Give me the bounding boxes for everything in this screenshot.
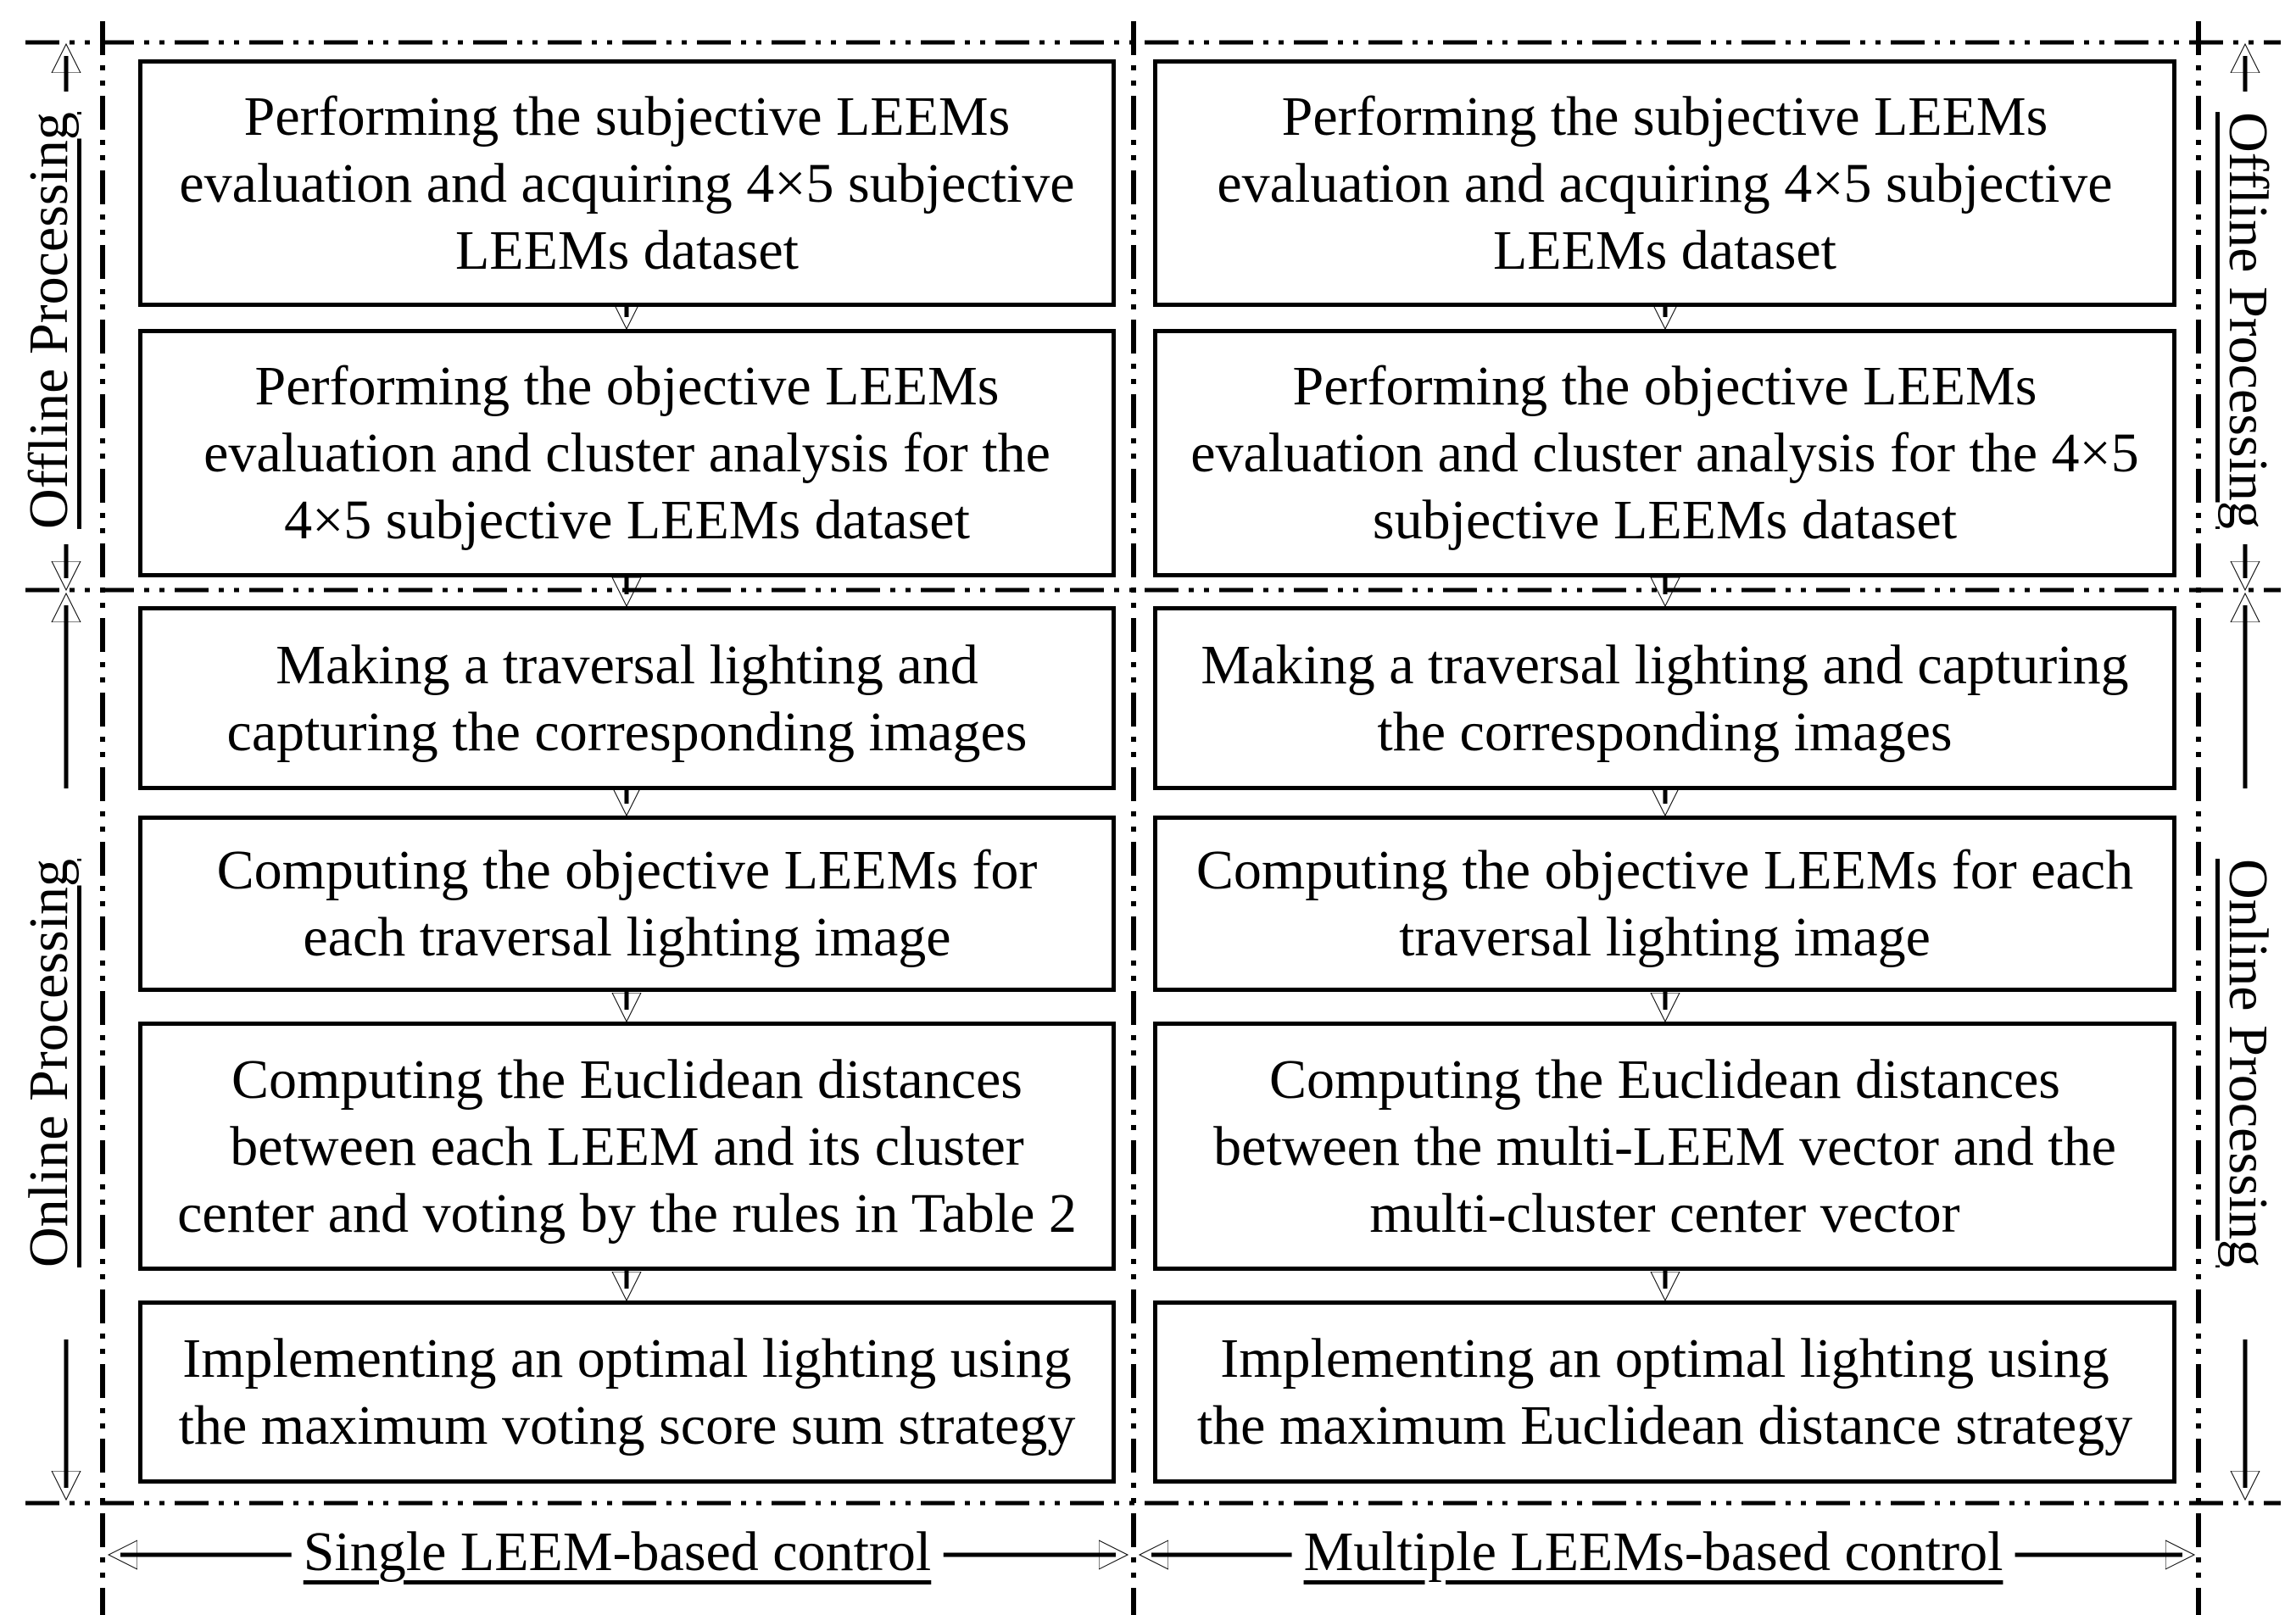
multiple-control-label: Multiple LEEMs-based control	[1291, 1520, 2015, 1584]
offline-processing-label-right: Offline Processing	[2217, 112, 2279, 529]
flow-box-multiple-2: Performing the objective LEEMs evaluatio…	[1153, 329, 2176, 577]
flow-box-multiple-6: Implementing an optimal lighting using t…	[1153, 1300, 2176, 1484]
flow-box-multiple-4: Computing the objective LEEMs for each t…	[1153, 816, 2176, 992]
flow-box-single-6: Implementing an optimal lighting using t…	[138, 1300, 1116, 1484]
flow-box-single-2: Performing the objective LEEMs evaluatio…	[138, 329, 1116, 577]
flow-box-single-5: Computing the Euclidean distances betwee…	[138, 1022, 1116, 1271]
flow-box-single-3: Making a traversal lighting and capturin…	[138, 606, 1116, 790]
flow-box-multiple-1: Performing the subjective LEEMs evaluati…	[1153, 59, 2176, 307]
flow-box-multiple-5: Computing the Euclidean distances betwee…	[1153, 1022, 2176, 1271]
flow-box-single-4: Computing the objective LEEMs for each t…	[138, 816, 1116, 992]
offline-processing-label-left: Offline Processing	[18, 112, 80, 529]
flow-box-multiple-3: Making a traversal lighting and capturin…	[1153, 606, 2176, 790]
single-control-label: Single LEEM-based control	[291, 1520, 944, 1584]
online-processing-label-left: Online Processing	[18, 858, 80, 1268]
online-processing-label-right: Online Processing	[2217, 858, 2279, 1268]
flow-box-single-1: Performing the subjective LEEMs evaluati…	[138, 59, 1116, 307]
